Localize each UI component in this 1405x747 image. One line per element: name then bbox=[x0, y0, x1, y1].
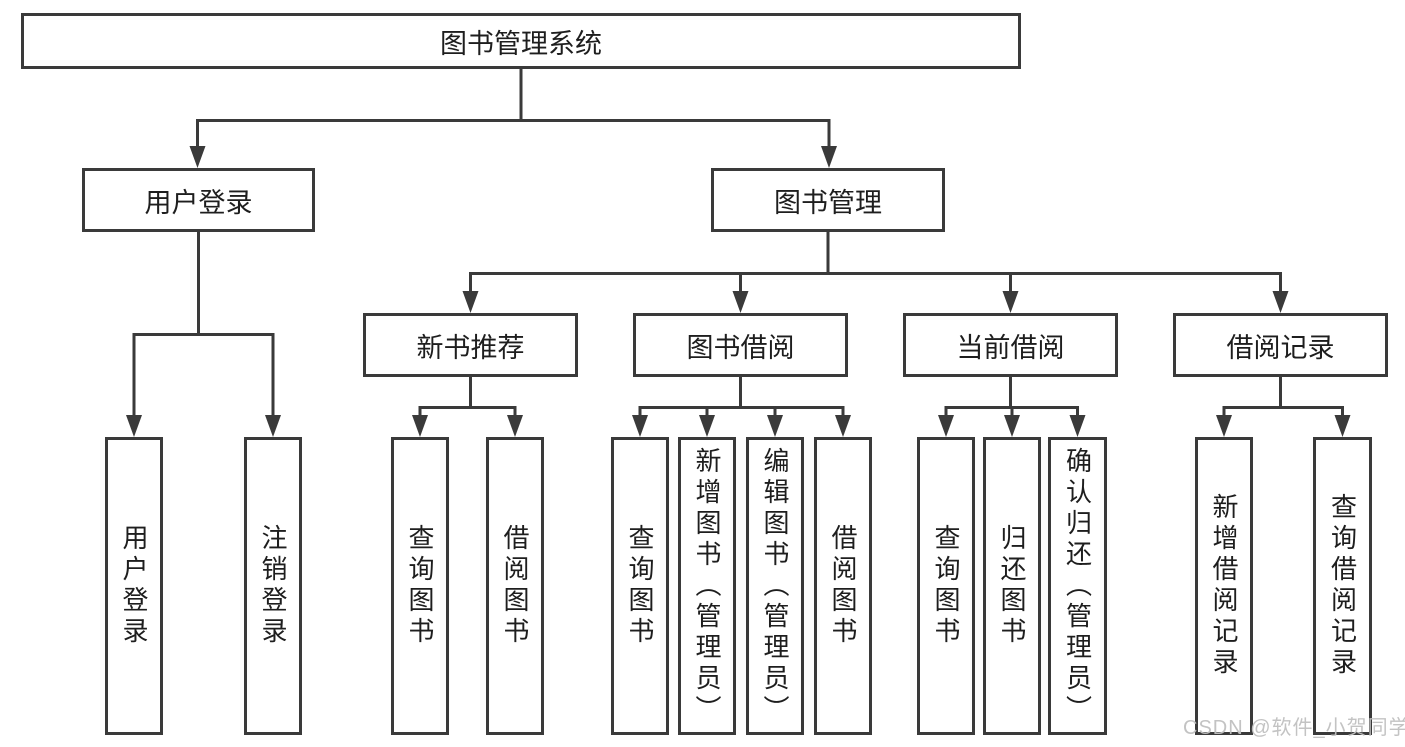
node-label: 图书管理系统 bbox=[440, 28, 602, 59]
arrowhead bbox=[265, 415, 281, 437]
edge-book-mgmt-to-level3 bbox=[469, 232, 1282, 292]
leaf-query-books-current: 查询图书 bbox=[917, 437, 975, 735]
node-new-book-recommend: 新书推荐 bbox=[363, 313, 578, 377]
node-label: 用户登录 bbox=[144, 187, 253, 218]
csdn-watermark: CSDN @软件_小贺同学 bbox=[1183, 717, 1405, 739]
leaf-add-borrow-record: 新增借阅记录 bbox=[1195, 437, 1253, 735]
leaf-query-borrow-record: 查询借阅记录 bbox=[1313, 437, 1372, 735]
node-book-management: 图书管理 bbox=[711, 168, 945, 232]
node-label: 编辑图书（管理员） bbox=[760, 446, 790, 726]
node-label: 注销登录 bbox=[258, 524, 288, 648]
edge-book-borrow-to-leaves bbox=[638, 377, 845, 416]
arrowhead bbox=[835, 415, 851, 437]
node-label: 用户登录 bbox=[119, 524, 149, 648]
edge-new-book-rec-to-leaves bbox=[418, 377, 517, 416]
leaf-edit-book-admin: 编辑图书（管理员） bbox=[746, 437, 804, 735]
leaf-add-book-admin: 新增图书（管理员） bbox=[678, 437, 736, 735]
arrowhead bbox=[732, 291, 749, 313]
leaf-query-books-borrow: 查询图书 bbox=[611, 437, 669, 735]
arrowhead bbox=[1216, 415, 1232, 437]
node-label: 新增图书（管理员） bbox=[692, 446, 722, 726]
arrowhead bbox=[821, 146, 837, 168]
edge-user-login-arrowheads bbox=[126, 415, 281, 437]
arrowhead bbox=[507, 415, 523, 437]
leaf-confirm-return-admin: 确认归还（管理员） bbox=[1048, 437, 1107, 735]
edge-user-login-to-leaves bbox=[132, 232, 275, 416]
leaf-user-login: 用户登录 bbox=[105, 437, 163, 735]
leaf-return-book: 归还图书 bbox=[983, 437, 1041, 735]
arrowhead bbox=[1334, 415, 1351, 437]
arrowhead bbox=[1069, 415, 1086, 437]
node-label: 借阅记录 bbox=[1226, 332, 1335, 363]
node-book-borrow: 图书借阅 bbox=[633, 313, 848, 377]
node-label: 查询图书 bbox=[931, 524, 961, 648]
node-library-system: 图书管理系统 bbox=[21, 13, 1021, 69]
node-label: 确认归还（管理员） bbox=[1062, 446, 1093, 726]
edge-root-arrowheads bbox=[189, 146, 837, 168]
arrowhead bbox=[767, 415, 783, 437]
arrowhead bbox=[632, 415, 648, 437]
arrowhead bbox=[462, 291, 479, 313]
node-label: 图书借阅 bbox=[686, 332, 795, 363]
node-label: 借阅图书 bbox=[500, 524, 530, 648]
arrowhead bbox=[699, 415, 715, 437]
node-current-borrow: 当前借阅 bbox=[903, 313, 1118, 377]
edge-book-mgmt-arrowheads bbox=[462, 291, 1289, 313]
arrowhead bbox=[126, 415, 142, 437]
edge-current-borrow-to-leaves bbox=[944, 377, 1079, 416]
node-label: 查询借阅记录 bbox=[1327, 493, 1358, 679]
node-label: 查询图书 bbox=[405, 524, 435, 648]
leaf-borrow-books-recommend: 借阅图书 bbox=[486, 437, 544, 735]
arrowhead bbox=[1004, 415, 1020, 437]
arrowhead bbox=[938, 415, 954, 437]
edge-root-to-level2 bbox=[196, 68, 831, 147]
edge-current-borrow-arrowheads bbox=[938, 415, 1086, 437]
leaf-logout: 注销登录 bbox=[244, 437, 302, 735]
edge-new-book-rec-arrowheads bbox=[412, 415, 523, 437]
node-label: 当前借阅 bbox=[956, 332, 1065, 363]
arrowhead bbox=[1272, 291, 1289, 313]
node-borrow-record: 借阅记录 bbox=[1173, 313, 1388, 377]
arrowhead bbox=[412, 415, 428, 437]
node-label: 新增借阅记录 bbox=[1209, 493, 1239, 679]
node-user-login: 用户登录 bbox=[82, 168, 315, 232]
node-label: 图书管理 bbox=[774, 187, 882, 218]
edge-book-borrow-arrowheads bbox=[632, 415, 851, 437]
edge-borrow-record-to-leaves bbox=[1222, 377, 1344, 416]
node-label: 归还图书 bbox=[997, 524, 1027, 648]
edge-borrow-record-arrowheads bbox=[1216, 415, 1351, 437]
leaf-borrow-books: 借阅图书 bbox=[814, 437, 872, 735]
node-label: 新书推荐 bbox=[416, 332, 525, 363]
node-label: 查询图书 bbox=[625, 524, 655, 648]
node-label: 借阅图书 bbox=[828, 524, 858, 648]
leaf-query-books-recommend: 查询图书 bbox=[391, 437, 449, 735]
arrowhead bbox=[189, 146, 206, 168]
arrowhead bbox=[1002, 291, 1019, 313]
